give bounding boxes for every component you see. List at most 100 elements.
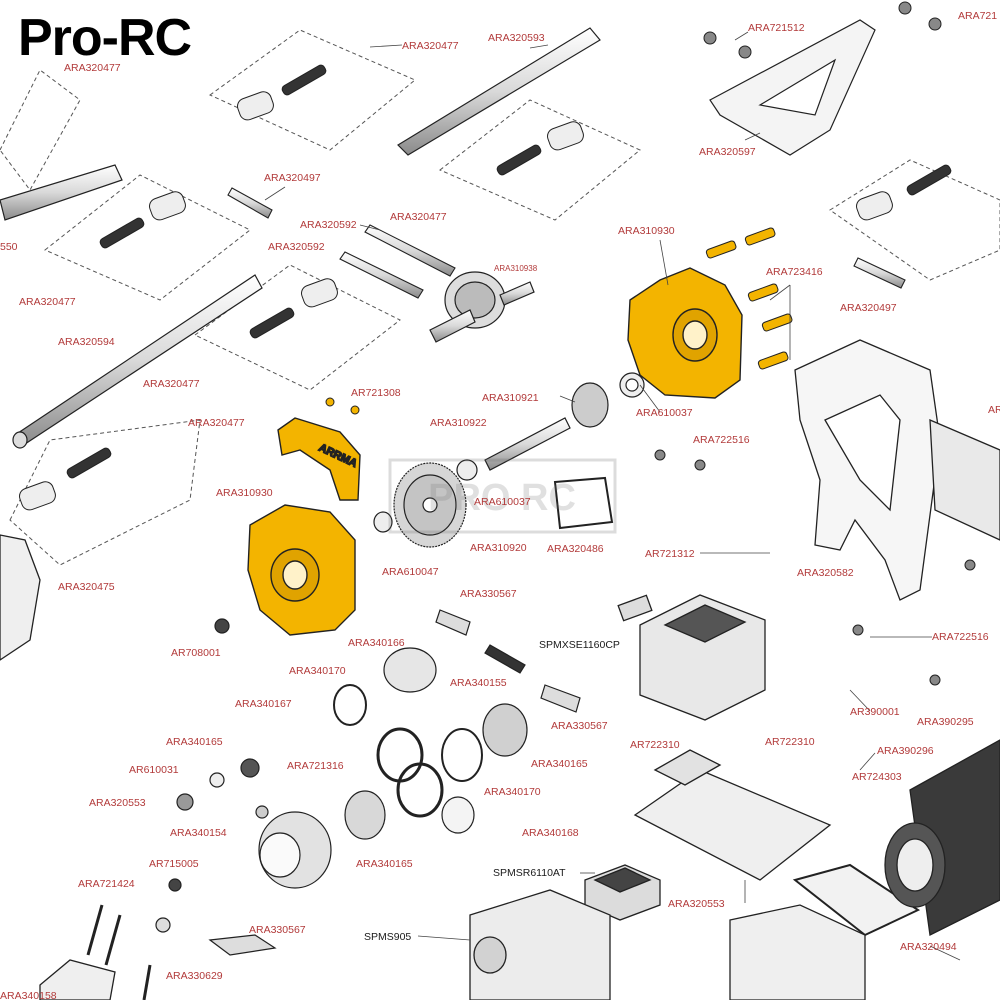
part-label: AR722310 xyxy=(765,736,815,748)
part-label: ARA320494 xyxy=(900,941,957,953)
gearbox-housing-left xyxy=(247,504,356,636)
receiver-box xyxy=(729,904,866,1000)
pin-ara320592-b xyxy=(339,251,424,299)
part-label: ARA340167 xyxy=(235,698,292,710)
link-ara330567-b xyxy=(540,684,581,713)
tower-cutout xyxy=(824,394,901,512)
rod-end xyxy=(547,121,584,151)
spring-ara340165 xyxy=(376,727,424,783)
part-label: ARA310920 xyxy=(470,542,527,554)
housing-bore-inner xyxy=(682,320,708,350)
watermark-text: PRO RC xyxy=(428,477,576,519)
housing-bore-inner xyxy=(282,560,308,590)
clutch-housing-bore xyxy=(259,832,301,878)
knuckle-ara320475 xyxy=(0,534,41,661)
screw-highlight xyxy=(350,405,360,415)
threaded-stud xyxy=(906,164,952,196)
shaft-ara340155 xyxy=(484,644,526,674)
part-label: ARA320486 xyxy=(547,543,604,555)
part-label: ARA320553 xyxy=(668,898,725,910)
screw xyxy=(654,449,666,461)
part-label: ARA340158 xyxy=(0,990,57,1002)
screw-highlight xyxy=(757,351,789,370)
motor-ara390296 xyxy=(884,739,1000,936)
screws xyxy=(654,1,976,686)
part-label: ARA340165 xyxy=(531,758,588,770)
kit-group-6 xyxy=(829,159,1000,281)
part-label: ARA310930 xyxy=(216,487,273,499)
part-label: ARA340166 xyxy=(348,637,405,649)
leader-lines xyxy=(264,31,961,961)
tray-ara320553 xyxy=(633,749,832,881)
part-label: ARA340165 xyxy=(166,736,223,748)
diff-outdrive xyxy=(499,281,535,306)
gearbox-housing-right xyxy=(627,267,743,399)
part-label: ARA320475 xyxy=(58,581,115,593)
tower-arm xyxy=(929,418,1000,541)
bearing-ara610047 xyxy=(373,511,393,533)
clutch-parts xyxy=(155,609,581,956)
part-label: ARA310922 xyxy=(430,417,487,429)
part-label: ARA610047 xyxy=(382,566,439,578)
link-ara330567 xyxy=(435,609,471,636)
gasket-ara320486 xyxy=(553,476,614,530)
screw xyxy=(738,45,752,59)
part-label: ARA390295 xyxy=(917,716,974,728)
pinion-shaft-ara310922 xyxy=(484,417,571,471)
threaded-stud xyxy=(99,217,145,249)
part-label: ARA722516 xyxy=(932,631,989,643)
pin-ara320497 xyxy=(227,187,273,219)
kit-group-5 xyxy=(0,69,81,191)
threaded-stud xyxy=(249,307,295,339)
electronics-label: SPMS905 xyxy=(364,931,412,943)
part-label: ARA320594 xyxy=(58,336,115,348)
watermark: PRO RC xyxy=(388,458,617,534)
part-label: ARA340170 xyxy=(484,786,541,798)
rod-end xyxy=(149,191,186,221)
washer-ara340154 xyxy=(255,805,269,819)
bearing-ar610031 xyxy=(209,772,225,788)
part-label: ARA340170 xyxy=(289,665,346,677)
part-label: ARA340154 xyxy=(170,827,227,839)
servo-horn-ara330567 xyxy=(208,934,277,956)
part-label: ARA320477 xyxy=(188,417,245,429)
spacer-ara320553 xyxy=(176,793,194,811)
threaded-stud xyxy=(496,144,542,176)
ball-ara330629 xyxy=(155,917,171,933)
pin-ara320592-a xyxy=(364,224,456,277)
screw xyxy=(929,674,941,686)
pinion-assembly xyxy=(456,372,645,481)
driveshaft-ara320593 xyxy=(397,27,601,156)
o-ring-ara340170-b xyxy=(441,728,483,782)
part-label: AR722310 xyxy=(630,739,680,751)
rod-end xyxy=(19,481,56,511)
highlight-screws xyxy=(325,227,793,415)
washer-ara340168 xyxy=(441,796,475,834)
spring-ara340165-b xyxy=(396,762,444,818)
kit-group-1 xyxy=(209,29,416,151)
part-label: ARA340165 xyxy=(356,858,413,870)
drive-shafts xyxy=(0,27,601,449)
kit-groups xyxy=(0,29,1000,566)
part-label: ARA340168 xyxy=(522,827,579,839)
receiver-ports xyxy=(593,867,652,893)
part-label: ARA320497 xyxy=(840,302,897,314)
part-label: ARA330567 xyxy=(460,588,517,600)
part-label: ARA330567 xyxy=(551,720,608,732)
part-label: ARA320597 xyxy=(699,146,756,158)
kit-group-2 xyxy=(439,99,641,221)
mount-ara340158 xyxy=(39,959,116,1000)
part-label: ARA310938 xyxy=(494,264,538,273)
part-label: ARA721512 xyxy=(748,22,805,34)
part-label: ARA610037 xyxy=(636,407,693,419)
part-label: AR715005 xyxy=(149,858,199,870)
part-label: AR708001 xyxy=(171,647,221,659)
pins xyxy=(227,187,906,299)
screw-highlight xyxy=(747,283,779,302)
servo-case xyxy=(469,889,611,1000)
screw xyxy=(852,624,864,636)
esc-switch xyxy=(617,594,653,622)
part-label: AR724303 xyxy=(852,771,902,783)
part-label: ARA320582 xyxy=(797,567,854,579)
part-label: ARA330629 xyxy=(166,970,223,982)
